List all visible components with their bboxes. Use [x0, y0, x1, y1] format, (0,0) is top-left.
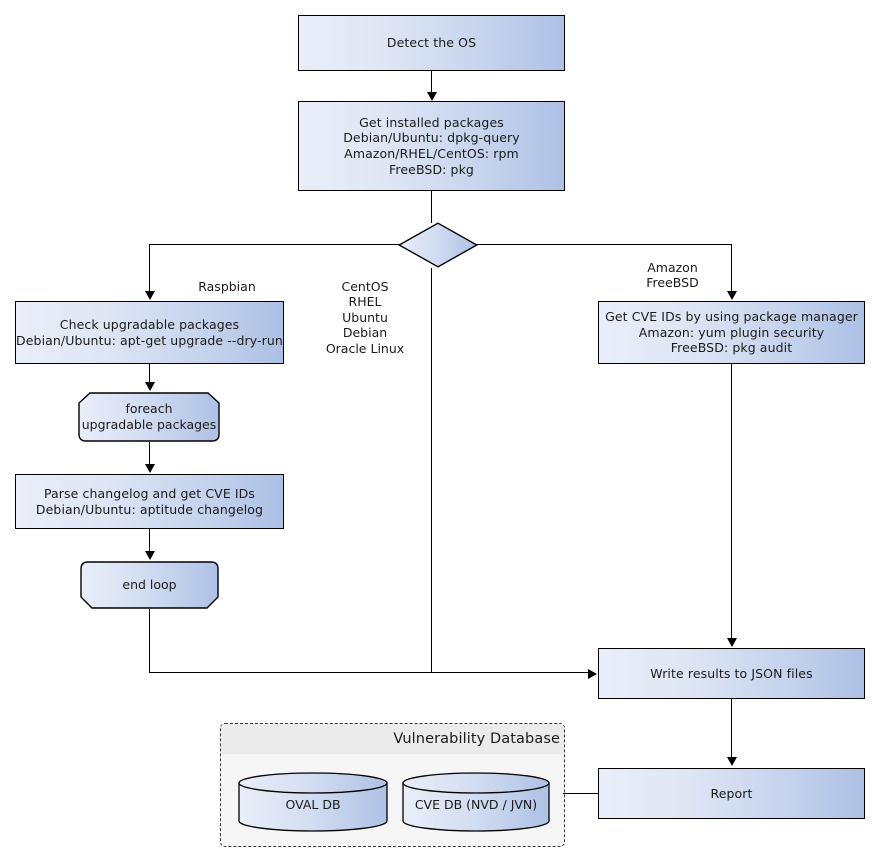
- edge-detect-to-packages: [431, 71, 433, 93]
- node-parse-changelog[interactable]: Parse changelog and get CVE IDs Debian/U…: [15, 474, 284, 529]
- edge-vulndb-to-report: [563, 793, 599, 795]
- edge-decision-left-vertical: [149, 244, 151, 292]
- edge-cveids-to-write-results: [731, 364, 733, 639]
- node-end-loop[interactable]: end loop: [80, 561, 219, 609]
- edge-decision-left-horizontal: [149, 244, 400, 246]
- edge-parse-to-endloop: [149, 529, 151, 552]
- database-label: OVAL DB: [285, 796, 341, 812]
- edge-endloop-to-write-results: [149, 672, 589, 674]
- edge-decision-middle-vertical: [431, 268, 433, 673]
- vulnerability-database-header: Vulnerability Database: [221, 724, 564, 754]
- database-oval-db[interactable]: OVAL DB: [238, 772, 388, 832]
- loop-end-shape: [80, 561, 219, 609]
- node-foreach-upgradable-packages[interactable]: foreach upgradable packages: [78, 392, 220, 442]
- database-label: CVE DB (NVD / JVN): [414, 796, 538, 812]
- arrowhead-down: [144, 291, 155, 300]
- cylinder-icon: [402, 772, 550, 832]
- node-detect-the-os[interactable]: Detect the OS: [298, 15, 565, 71]
- edge-write-results-to-report: [731, 699, 733, 758]
- node-label: Report: [710, 785, 753, 801]
- node-report[interactable]: Report: [598, 768, 865, 819]
- arrowhead-down: [726, 291, 737, 300]
- arrowhead-down: [726, 757, 737, 766]
- node-write-results-to-json-files[interactable]: Write results to JSON files: [598, 648, 865, 699]
- edge-label-raspbian: Raspbian: [198, 278, 256, 294]
- edge-decision-right-horizontal: [477, 244, 732, 246]
- edge-endloop-vertical: [149, 609, 151, 673]
- edge-label-middle-distros: CentOS RHEL Ubuntu Debian Oracle Linux: [325, 278, 405, 356]
- node-label: Get installed packages Debian/Ubuntu: dp…: [343, 114, 520, 177]
- edge-packages-to-decision: [431, 191, 433, 223]
- node-os-decision[interactable]: [397, 222, 479, 268]
- node-check-upgradable-packages[interactable]: Check upgradable packages Debian/Ubuntu:…: [15, 301, 284, 364]
- edge-check-to-foreach: [149, 364, 151, 383]
- node-label: Detect the OS: [386, 35, 477, 51]
- node-label: Get CVE IDs by using package manager Ama…: [605, 309, 858, 356]
- vulnerability-database-title: Vulnerability Database: [393, 731, 560, 747]
- vulnerability-database-container: Vulnerability Database OVAL DB: [220, 723, 565, 847]
- arrowhead-down: [144, 382, 155, 391]
- edge-foreach-to-parse: [149, 442, 151, 465]
- node-label: Write results to JSON files: [650, 665, 813, 681]
- node-get-installed-packages[interactable]: Get installed packages Debian/Ubuntu: dp…: [298, 101, 565, 191]
- node-label: Check upgradable packages Debian/Ubuntu:…: [16, 316, 283, 348]
- arrowhead-down: [426, 92, 437, 101]
- cylinder-icon: [238, 772, 388, 832]
- database-cve-db[interactable]: CVE DB (NVD / JVN): [402, 772, 550, 832]
- node-get-cve-ids[interactable]: Get CVE IDs by using package manager Ama…: [598, 301, 865, 364]
- node-label: Parse changelog and get CVE IDs Debian/U…: [35, 485, 264, 517]
- node-label: end loop: [122, 577, 177, 593]
- diamond-shape: [397, 222, 479, 268]
- arrowhead-down: [144, 464, 155, 473]
- edge-decision-right-vertical: [731, 244, 733, 292]
- edge-label-amazon-freebsd: Amazon FreeBSD: [646, 259, 699, 291]
- arrowhead-down: [726, 638, 737, 647]
- arrowhead-down: [144, 551, 155, 560]
- loop-start-shape: [78, 392, 220, 442]
- node-label: foreach upgradable packages: [81, 401, 217, 432]
- arrowhead-right: [588, 669, 597, 680]
